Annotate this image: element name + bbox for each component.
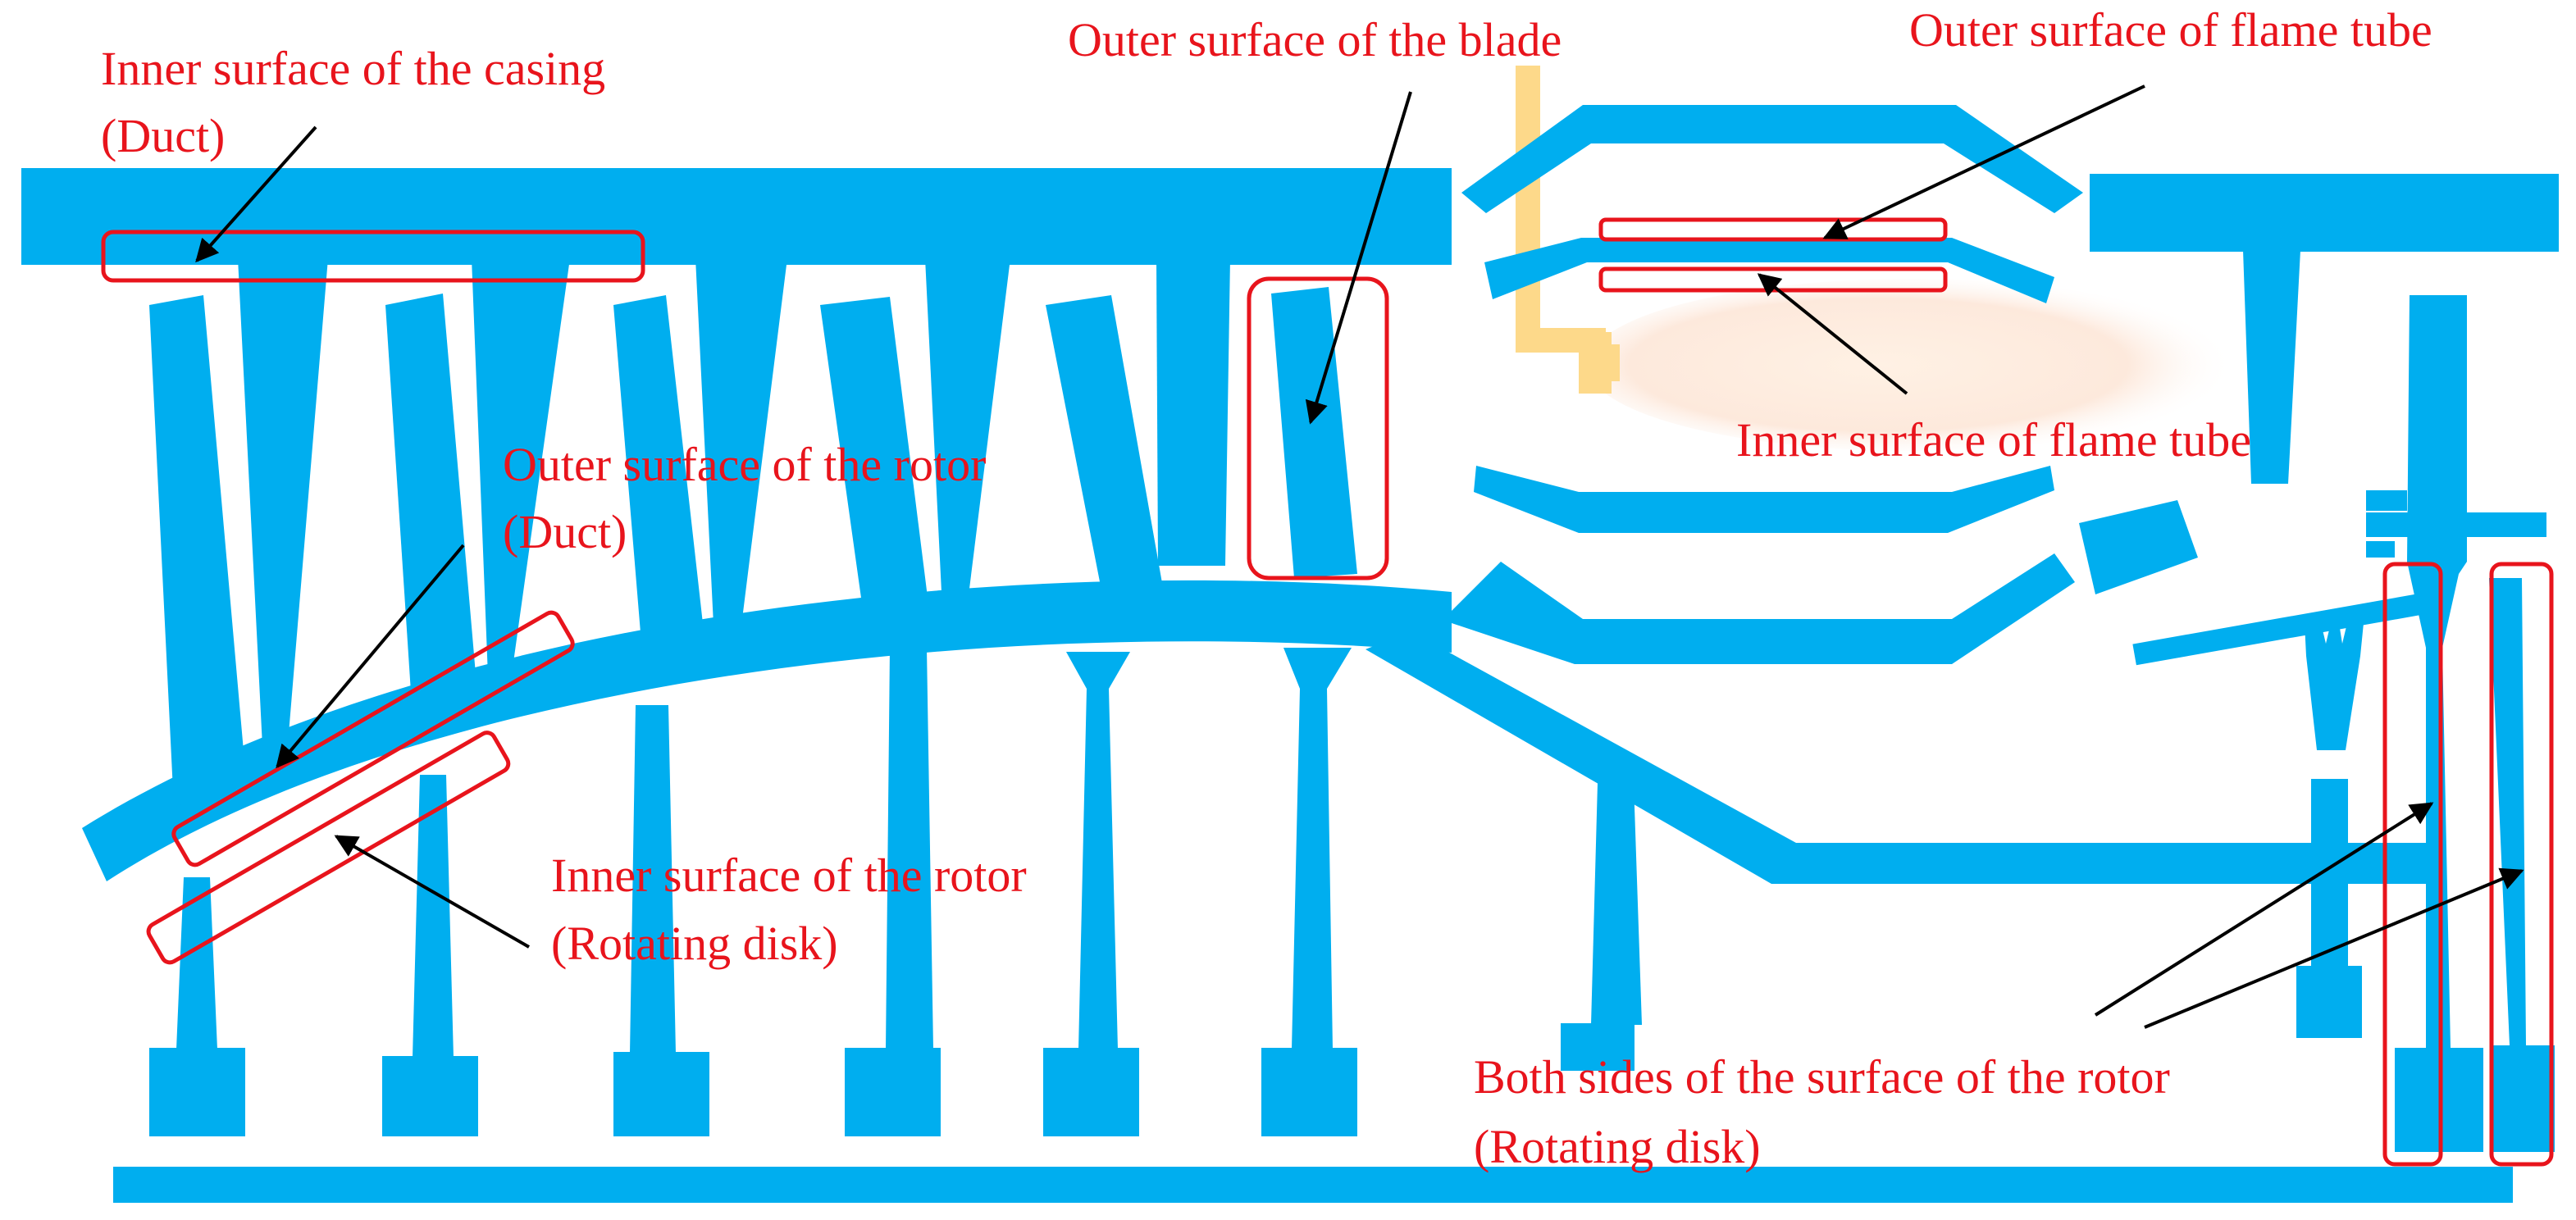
outer-flame-tube-wall <box>1461 105 2083 213</box>
rotor-both-sides-highlight-left <box>2382 562 2443 1167</box>
callout-labels: Inner surface of the casing (Duct) Outer… <box>101 3 2432 1173</box>
stator-vane <box>695 258 787 625</box>
arrow-rotor-outer <box>276 544 465 769</box>
rotor-blade <box>1271 287 1357 578</box>
rotor-blade <box>613 295 707 672</box>
stator-vane <box>472 258 570 676</box>
turbine-nozzle-vane <box>2079 500 2198 594</box>
flame-tube-liner <box>1474 466 2054 533</box>
label-flame-tube-inner: Inner surface of flame tube <box>1736 413 2251 467</box>
label-rotor-both-sides-line2: (Rotating disk) <box>1474 1120 1761 1173</box>
flame <box>1587 279 2235 451</box>
label-rotor-both-sides-line1: Both sides of the surface of the rotor <box>1474 1050 2170 1104</box>
arrow-flame-tube-outer <box>1822 84 2145 239</box>
rotating-disk <box>1066 652 1130 1049</box>
disk-hub <box>149 1048 245 1136</box>
label-rotor-outer-line2: (Duct) <box>503 505 627 558</box>
arrow-rotor-both-sides-right <box>2144 867 2524 1029</box>
inner-flame-tube-wall <box>1452 553 2075 664</box>
turbine-rotor-disk <box>2489 578 2555 1152</box>
stator-vane <box>925 258 1010 592</box>
label-rotor-inner-line2: (Rotating disk) <box>551 917 838 970</box>
combustor-rotating-disk <box>1591 783 1642 1025</box>
rotor-blade <box>1046 295 1165 599</box>
turbine-section <box>2079 174 2559 1152</box>
rotor-blade <box>149 295 246 808</box>
disk-hub <box>1043 1048 1139 1136</box>
disk-hub <box>845 1048 941 1136</box>
callout-arrows <box>195 84 2524 1029</box>
disk-hub <box>613 1052 709 1136</box>
rotating-disk <box>630 705 676 1054</box>
rotating-disk <box>1283 648 1352 1049</box>
disk-hub <box>382 1056 478 1136</box>
disk-hub <box>1561 1023 1635 1071</box>
rotor-blade <box>385 294 480 742</box>
fuel-injector <box>1516 66 1620 394</box>
arrow-blade-outer <box>1305 91 1412 425</box>
flame-tube-outer-highlight <box>1598 217 1948 242</box>
arrow-rotor-inner <box>334 835 530 949</box>
rotor-inner-highlight <box>146 731 511 965</box>
turbine-seal-bracket <box>2366 541 2395 558</box>
flame-tube-liner <box>1484 238 2054 303</box>
turbine-labyrinth-seal <box>2305 623 2364 750</box>
outer-casing <box>21 168 1452 265</box>
stator-vane <box>238 258 328 746</box>
rotor-outer-highlight <box>171 610 575 867</box>
rotor-blade <box>820 297 931 627</box>
turbine-casing <box>2090 174 2559 252</box>
casing-inner-highlight <box>101 230 645 283</box>
blade-outer-highlight <box>1247 276 1389 580</box>
rotating-disk <box>886 648 933 1049</box>
rotor-drum <box>82 580 1452 881</box>
arrow-casing-inner <box>195 125 317 263</box>
disk-hub <box>1261 1048 1357 1136</box>
turbine-shaft-segment <box>2311 779 2348 967</box>
turbine-casing-strut <box>2243 250 2300 484</box>
rotating-disk <box>413 775 454 1058</box>
rotor-both-sides-highlight-right <box>2489 562 2554 1167</box>
disk-hub <box>2296 966 2362 1038</box>
rotating-disk <box>176 877 217 1049</box>
label-casing-inner-line2: (Duct) <box>101 109 225 162</box>
label-flame-tube-outer: Outer surface of flame tube <box>1909 3 2432 57</box>
nozzle-support <box>2132 594 2419 666</box>
arrow-flame-tube-inner <box>1757 273 1908 395</box>
combustor-shaft <box>1366 631 2428 884</box>
label-rotor-outer-line1: Outer surface of the rotor <box>503 438 986 491</box>
turbine-seal-bracket <box>2366 490 2407 511</box>
label-rotor-inner-line1: Inner surface of the rotor <box>551 849 1027 902</box>
compressor-section <box>21 168 2513 1203</box>
bottom-shaft <box>113 1167 2513 1203</box>
stator-vane <box>1156 258 1230 566</box>
label-blade-outer: Outer surface of the blade <box>1068 13 1562 66</box>
label-casing-inner-line1: Inner surface of the casing <box>101 42 605 95</box>
arrow-rotor-both-sides-left <box>2094 802 2434 1017</box>
